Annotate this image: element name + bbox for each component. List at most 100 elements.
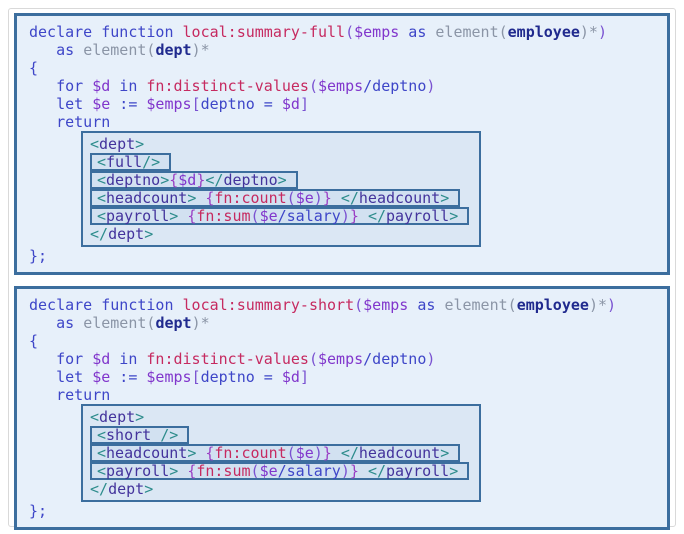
code-token: element( xyxy=(435,23,508,41)
code-token: > xyxy=(160,171,170,189)
code-token: element( xyxy=(444,296,517,314)
code-token: ) xyxy=(340,462,350,480)
code-token: fn:sum xyxy=(196,462,251,480)
code-token: ( xyxy=(250,462,260,480)
code-token: payroll xyxy=(106,207,170,225)
code-token: headcount xyxy=(106,189,188,207)
code-token: fn:sum xyxy=(196,207,251,225)
code-line: <headcount> {fn:count($e)} </headcount> xyxy=(83,189,469,207)
code-token: } xyxy=(349,207,368,225)
code-token: /> xyxy=(151,426,179,444)
code-token: payroll xyxy=(106,462,170,480)
code-token: { xyxy=(205,189,215,207)
code-token: $e xyxy=(92,368,111,386)
code-token: < xyxy=(97,444,107,462)
highlight-box-inner: <payroll> {fn:sum($e/salary)} </payroll> xyxy=(90,207,470,225)
code-token: $d xyxy=(92,77,111,95)
code-token: dept xyxy=(155,314,192,332)
code-token: $e xyxy=(92,95,111,113)
code-token: deptno = xyxy=(200,95,282,113)
code-token: < xyxy=(90,135,100,153)
highlight-box-inner: <payroll> {fn:sum($e/salary)} </payroll> xyxy=(90,462,470,480)
code-token: := xyxy=(110,95,147,113)
code-token: { xyxy=(187,462,197,480)
code-token: dept xyxy=(108,225,145,243)
code-token: </ xyxy=(367,462,386,480)
code-token: > xyxy=(169,207,188,225)
code-token: /> xyxy=(142,153,161,171)
code-token: > xyxy=(440,444,450,462)
code-token: let xyxy=(29,95,93,113)
code-line: let $e := $emps[deptno = $d] xyxy=(29,368,661,386)
code-token: /salary xyxy=(277,207,341,225)
code-token: ) xyxy=(340,207,350,225)
code-line: { xyxy=(29,332,661,350)
code-token: </ xyxy=(205,171,224,189)
code-line: as element(dept)* xyxy=(29,314,661,332)
code-token: ( xyxy=(286,189,296,207)
code-token: short xyxy=(106,426,152,444)
code-token: $emps xyxy=(318,77,364,95)
code-token: $emps xyxy=(146,95,192,113)
code-token: dept xyxy=(99,135,136,153)
code-token: > xyxy=(144,480,154,498)
code-token: $d xyxy=(281,368,300,386)
highlight-box-outer: <dept><short /><headcount> {fn:count($e)… xyxy=(81,404,482,502)
code-token: let xyxy=(29,368,93,386)
code-token: as xyxy=(29,314,84,332)
code-token: ) xyxy=(313,444,323,462)
code-token: > xyxy=(449,462,459,480)
code-line: { xyxy=(29,59,661,77)
code-token: for xyxy=(29,77,93,95)
code-token: headcount xyxy=(106,444,188,462)
code-token: > xyxy=(135,135,145,153)
code-token: declare function xyxy=(29,23,183,41)
code-token: ( xyxy=(354,296,364,314)
code-token: employee xyxy=(516,296,589,314)
code-token: return xyxy=(29,386,111,404)
code-token: { xyxy=(29,59,39,77)
code-token: </ xyxy=(340,189,359,207)
code-token: ) xyxy=(607,296,617,314)
code-token: as xyxy=(29,41,84,59)
code-line: <deptno>{$d}</deptno> xyxy=(83,171,469,189)
code-token: local:summary-full xyxy=(182,23,346,41)
code-token: { xyxy=(205,444,215,462)
code-token: dept xyxy=(155,41,192,59)
code-token: ( xyxy=(308,350,318,368)
code-token: $e xyxy=(259,462,278,480)
code-token: </ xyxy=(90,480,109,498)
highlight-box-outer: <dept><full/><deptno>{$d}</deptno><headc… xyxy=(81,131,482,247)
code-line: declare function local:summary-full($emp… xyxy=(29,23,661,41)
code-token: </ xyxy=(90,225,109,243)
code-token: fn:distinct-values xyxy=(146,77,309,95)
code-token: ( xyxy=(345,23,355,41)
code-token: headcount xyxy=(358,444,441,462)
code-token: $e xyxy=(259,207,278,225)
code-line: <full/> xyxy=(83,153,469,171)
code-token: element( xyxy=(83,41,156,59)
code-token: )* xyxy=(579,23,598,41)
code-token: /salary xyxy=(277,462,341,480)
code-token: ) xyxy=(597,23,607,41)
code-token: dept xyxy=(99,408,136,426)
code-token: full xyxy=(106,153,143,171)
code-line: as element(dept)* xyxy=(29,41,661,59)
code-line: }; xyxy=(29,502,661,520)
code-token: := xyxy=(110,368,147,386)
code-token: $emps xyxy=(146,368,192,386)
code-token: > xyxy=(440,189,450,207)
code-token: declare function xyxy=(29,296,183,314)
code-token: as xyxy=(408,296,445,314)
code-token: > xyxy=(169,462,188,480)
code-token: } xyxy=(322,189,341,207)
code-token: [ xyxy=(191,95,201,113)
code-token: < xyxy=(97,426,107,444)
code-token: local:summary-short xyxy=(182,296,355,314)
code-token: deptno xyxy=(223,171,278,189)
code-token: for xyxy=(29,350,93,368)
highlight-box-inner: <deptno>{$d}</deptno> xyxy=(90,171,298,189)
code-token: < xyxy=(97,207,107,225)
code-token: </ xyxy=(367,207,386,225)
code-token: < xyxy=(97,153,107,171)
